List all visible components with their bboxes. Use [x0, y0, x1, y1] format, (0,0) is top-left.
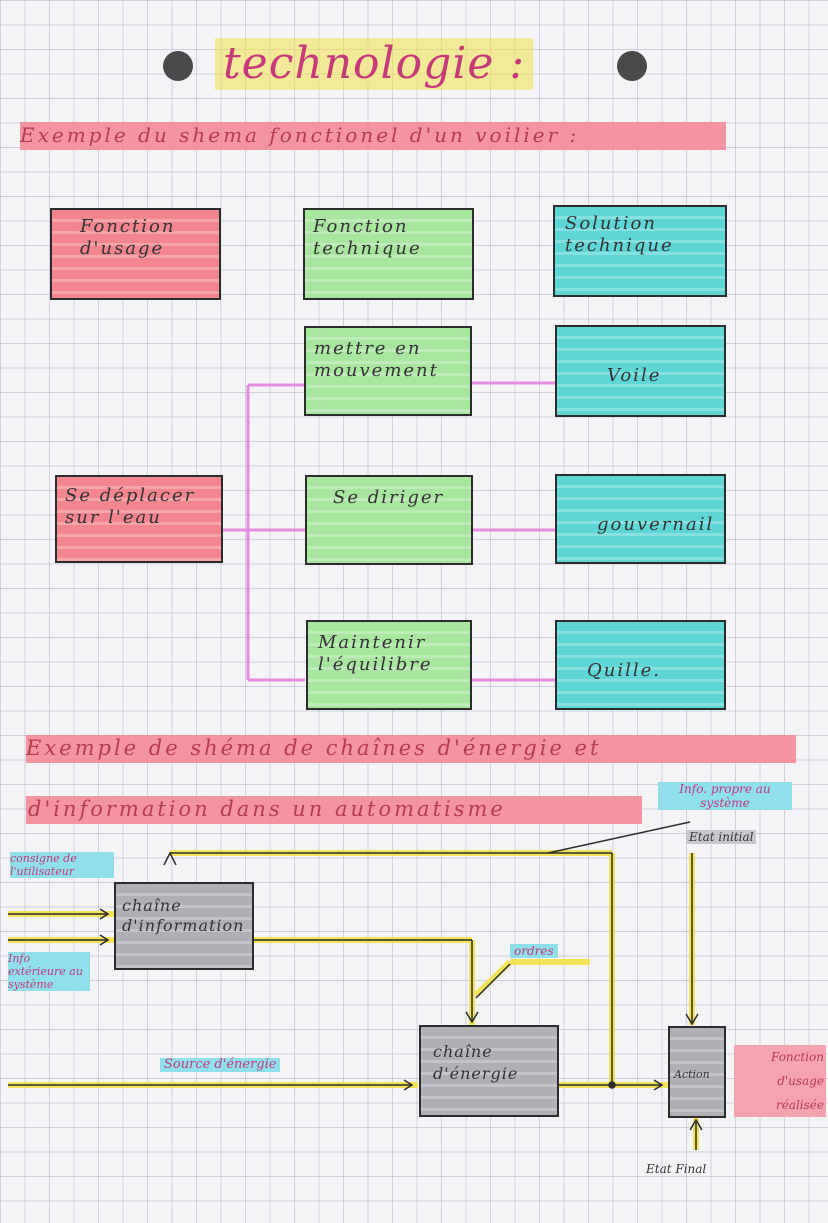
etat-final-text: Etat Final: [646, 1162, 707, 1176]
etat-initial-label: Etat initial: [686, 830, 757, 844]
flow-highlights: [8, 850, 699, 1150]
section1-heading: Exemple du shema fonctionel d'un voilier…: [20, 123, 580, 147]
info-propre-label: Info. propre au système: [658, 782, 792, 810]
consigne-text: consigne de l'utilisateur: [10, 852, 77, 878]
info-exterieure-label: Info extérieure au système: [8, 952, 90, 991]
solution-technique-header: Solution technique: [553, 205, 727, 297]
section2-heading-line2-highlight: [26, 796, 642, 824]
fonction-usage-header: Fonction d'usage: [50, 208, 221, 300]
chaine-information-box: chaîne d'information: [114, 882, 254, 970]
solution-label-gouvernail: gouvernail: [597, 514, 715, 535]
solution-box-gouvernail: gouvernail: [555, 474, 726, 564]
consigne-label: consigne de l'utilisateur: [10, 852, 114, 878]
fonction-technique-header-label: Fonction technique: [313, 216, 422, 259]
technique-label-mouvement: mettre en mouvement: [314, 338, 439, 381]
action-label: Action: [674, 1068, 710, 1081]
fonction-usage-realisee-text: Fonction d'usage réalisée: [771, 1050, 824, 1112]
fonction-usage-realisee-label: Fonction d'usage réalisée: [734, 1045, 826, 1117]
chaine-information-label: chaîne d'information: [122, 896, 245, 935]
solution-technique-header-label: Solution technique: [565, 213, 674, 256]
technique-box-mouvement: mettre en mouvement: [304, 326, 472, 416]
technique-box-equilibre: Maintenir l'équilibre: [306, 620, 472, 710]
right-title-dot: [617, 51, 647, 81]
flow-arrows: [8, 821, 703, 1150]
chaine-energie-box: chaîne d'énergie: [419, 1025, 559, 1117]
info-exterieure-text: Info extérieure au système: [8, 952, 83, 991]
info-propre-text: Info. propre au système: [679, 782, 771, 810]
fonction-usage-header-label: Fonction d'usage: [80, 216, 176, 259]
fonction-technique-header: Fonction technique: [303, 208, 474, 300]
section1-heading-highlight: [20, 122, 726, 150]
solution-box-voile: Voile: [555, 325, 726, 417]
ordres-label: ordres: [510, 944, 558, 958]
page-title: technologie :: [215, 38, 534, 90]
action-box: Action: [668, 1026, 726, 1118]
technique-label-diriger: Se diriger: [333, 487, 445, 508]
usage-box-se-deplacer: Se déplacer sur l'eau: [55, 475, 223, 563]
technique-box-diriger: Se diriger: [305, 475, 473, 565]
section2-heading-line1: Exemple de shéma de chaînes d'énergie et: [26, 736, 602, 760]
solution-label-quille: Quille.: [587, 660, 661, 681]
technique-label-equilibre: Maintenir l'équilibre: [318, 632, 433, 675]
etat-final-label: Etat Final: [646, 1158, 726, 1180]
chaine-energie-label: chaîne d'énergie: [433, 1042, 519, 1083]
section2-heading-line2: d'information dans un automatisme: [28, 797, 506, 821]
usage-label-se-deplacer: Se déplacer sur l'eau: [65, 485, 196, 528]
section2-heading-line1-highlight: [26, 735, 796, 763]
solution-box-quille: Quille.: [555, 620, 726, 710]
left-title-dot: [163, 51, 193, 81]
solution-label-voile: Voile: [607, 365, 662, 386]
source-energie-label: Source d'énergie: [160, 1058, 281, 1072]
function-tree-lines: [222, 381, 555, 682]
